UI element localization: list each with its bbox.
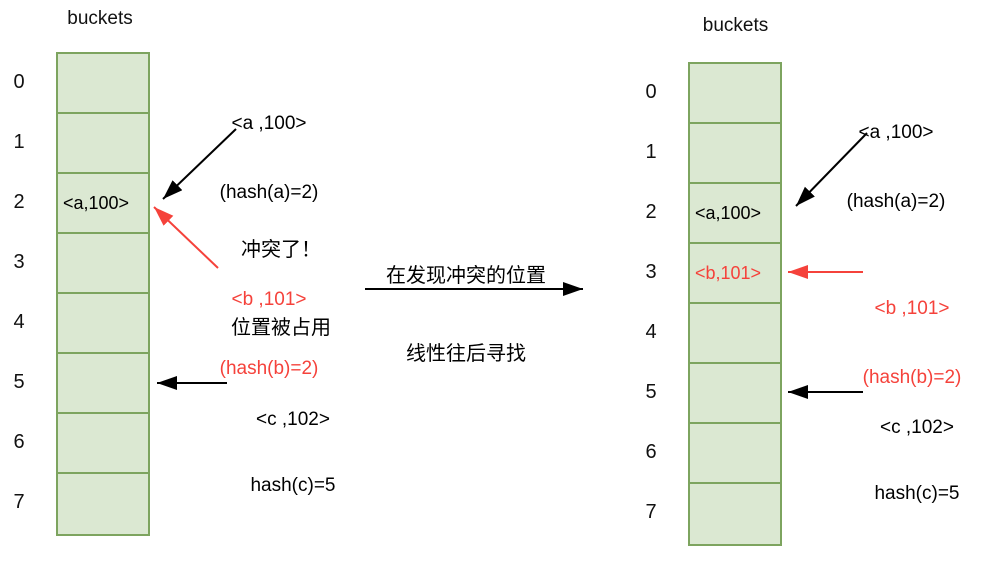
right-bucket-index-0: 0: [645, 80, 657, 103]
annotation-line: <c ,102>: [880, 417, 954, 438]
right-bucket-cell-7: [690, 484, 780, 544]
left-bucket-index-3: 3: [13, 250, 25, 273]
left-bucket-cell-7: [58, 474, 148, 534]
left-bucket-index-5: 5: [13, 370, 25, 393]
right-bucket-cell-5: [690, 364, 780, 424]
right-bucket-cell-6: [690, 424, 780, 484]
right-bucket-cell-0: [690, 64, 780, 124]
annotation-line: (hash(a)=2): [846, 191, 946, 212]
left-annotation-a: <a ,100> (hash(a)=2): [220, 66, 319, 250]
annotation-line: (hash(b)=2): [862, 367, 962, 388]
left-bucket-cell-0: [58, 54, 148, 114]
annotation-line: <c ,102>: [256, 409, 330, 430]
annotation-line: <b ,101>: [231, 289, 307, 310]
left-bucket-column: <a,100>: [56, 52, 150, 536]
left-bucket-cell-1: [58, 114, 148, 174]
right-annotation-c: <c ,102> hash(c)=5: [874, 373, 959, 549]
left-bucket-cell-4: [58, 294, 148, 354]
right-annotation-b: <b ,101> (hash(b)=2): [863, 251, 962, 435]
right-bucket-index-1: 1: [645, 140, 657, 163]
right-bucket-cell-1: [690, 124, 780, 184]
bucket-value: <a,100>: [63, 192, 130, 213]
left-buckets-title: buckets: [67, 8, 133, 29]
left-bucket-cell-2: <a,100>: [58, 174, 148, 234]
right-bucket-index-5: 5: [645, 380, 657, 403]
annotation-line: <a ,100>: [858, 122, 934, 143]
left-bucket-index-2: 2: [13, 190, 25, 213]
left-bucket-index-1: 1: [13, 130, 25, 153]
left-bucket-cell-3: [58, 234, 148, 294]
transition-note: 在发现冲突的位置 线性往后寻找: [386, 211, 546, 419]
right-bucket-index-2: 2: [645, 200, 657, 223]
right-bucket-index-6: 6: [645, 440, 657, 463]
right-buckets-title: buckets: [702, 15, 769, 36]
annotation-line: (hash(b)=2): [219, 358, 319, 379]
right-bucket-index-3: 3: [645, 260, 657, 283]
annotation-line: hash(c)=5: [874, 483, 960, 504]
annotation-line: hash(c)=5: [250, 475, 336, 496]
annotation-line: 位置被占用: [231, 317, 331, 339]
bucket-value: <b,101>: [695, 262, 762, 283]
right-bucket-index-4: 4: [645, 320, 657, 343]
right-bucket-cell-3: <b,101>: [690, 244, 780, 304]
annotation-line: 冲突了！: [241, 239, 321, 261]
left-bucket-index-4: 4: [13, 310, 25, 333]
left-collision-note: 冲突了！ 位置被占用: [231, 185, 331, 393]
annotation-line: <b ,101>: [874, 298, 950, 319]
right-bucket-column: <a,100> <b,101>: [688, 62, 782, 546]
left-annotation-c: <c ,102> hash(c)=5: [250, 365, 335, 541]
right-annotation-a: <a ,100> (hash(a)=2): [847, 75, 946, 259]
left-bucket-index-0: 0: [13, 70, 25, 93]
annotation-line: <a ,100>: [231, 113, 307, 134]
right-bucket-index-7: 7: [645, 500, 657, 523]
bucket-value: <a,100>: [695, 202, 762, 223]
left-arrow-b-collision-icon: [153, 206, 219, 269]
left-bucket-index-7: 7: [13, 490, 25, 513]
left-bucket-cell-6: [58, 414, 148, 474]
left-bucket-cell-5: [58, 354, 148, 414]
left-annotation-b: <b ,101> (hash(b)=2): [220, 242, 319, 426]
annotation-line: 线性往后寻找: [406, 343, 526, 365]
right-bucket-cell-4: [690, 304, 780, 364]
left-bucket-index-6: 6: [13, 430, 25, 453]
right-bucket-cell-2: <a,100>: [690, 184, 780, 244]
annotation-line: (hash(a)=2): [219, 182, 319, 203]
annotation-line: 在发现冲突的位置: [386, 265, 546, 287]
